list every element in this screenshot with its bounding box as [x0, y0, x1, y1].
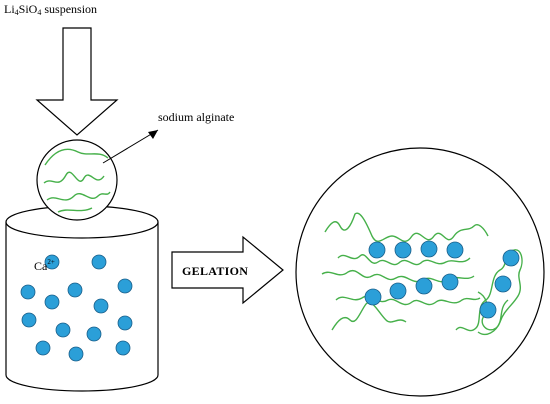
bound-calcium-ion: [415, 277, 433, 295]
calcium-ion: [20, 284, 36, 300]
droplet-polymer-3: [46, 191, 111, 201]
calcium-symbol: Ca: [34, 259, 48, 273]
bound-calcium-ion: [479, 301, 497, 319]
calcium-ion: [117, 315, 133, 331]
alginate-droplet: [36, 139, 118, 221]
input-arrow: [35, 27, 119, 136]
suspension-subscript-1: 4: [14, 8, 19, 17]
suspension-word: suspension: [41, 2, 98, 16]
alginate-pointer: [102, 129, 159, 164]
gel-network-magnified: [295, 147, 545, 397]
calcium-ion: [67, 282, 83, 298]
suspension-formula-li: Li: [4, 2, 15, 16]
droplet-polymer-4: [57, 207, 93, 213]
calcium-ion: [55, 322, 71, 338]
bound-calcium-ion: [394, 241, 412, 259]
alginate-label: sodium alginate: [158, 110, 235, 124]
calcium-ion: [93, 298, 109, 314]
gelation-label: GELATION: [182, 264, 249, 278]
calcium-ion: [21, 312, 37, 328]
gel-polymer-6: [455, 249, 523, 336]
calcium-ion: [68, 346, 84, 362]
bound-calcium-ion: [389, 282, 407, 300]
gel-polymer-5: [331, 301, 407, 331]
gel-polymer-2: [337, 254, 471, 266]
suspension-subscript-2: 4: [37, 8, 42, 17]
suspension-formula-sio: SiO: [18, 2, 38, 16]
suspension-label: Li4SiO4 suspension: [4, 2, 97, 17]
calcium-ion: [44, 294, 60, 310]
gel-polymer-1: [324, 212, 489, 242]
calcium-ion: [86, 326, 102, 342]
calcium-ion: [117, 278, 133, 294]
droplet-polymer-1: [44, 148, 109, 166]
bound-calcium-ion: [502, 249, 520, 267]
bound-calcium-ion: [441, 273, 459, 291]
gel-polymer-7: [477, 291, 509, 331]
calcium-charge: 2+: [47, 258, 55, 266]
calcium-label: Ca2+: [34, 258, 55, 274]
bound-calcium-ion: [364, 288, 382, 306]
bound-calcium-ion: [446, 241, 464, 259]
calcium-ion: [115, 340, 131, 356]
droplet-polymer-2: [43, 171, 105, 184]
gelation-arrow: [171, 235, 284, 305]
calcium-ion: [35, 340, 51, 356]
bound-calcium-ion: [494, 275, 512, 293]
calcium-ion: [44, 254, 60, 270]
bound-calcium-ion: [420, 240, 438, 258]
bound-calcium-ion: [368, 241, 386, 259]
beaker-ions: [20, 254, 133, 362]
gel-polymer-4: [335, 295, 481, 306]
calcium-ion: [91, 254, 107, 270]
